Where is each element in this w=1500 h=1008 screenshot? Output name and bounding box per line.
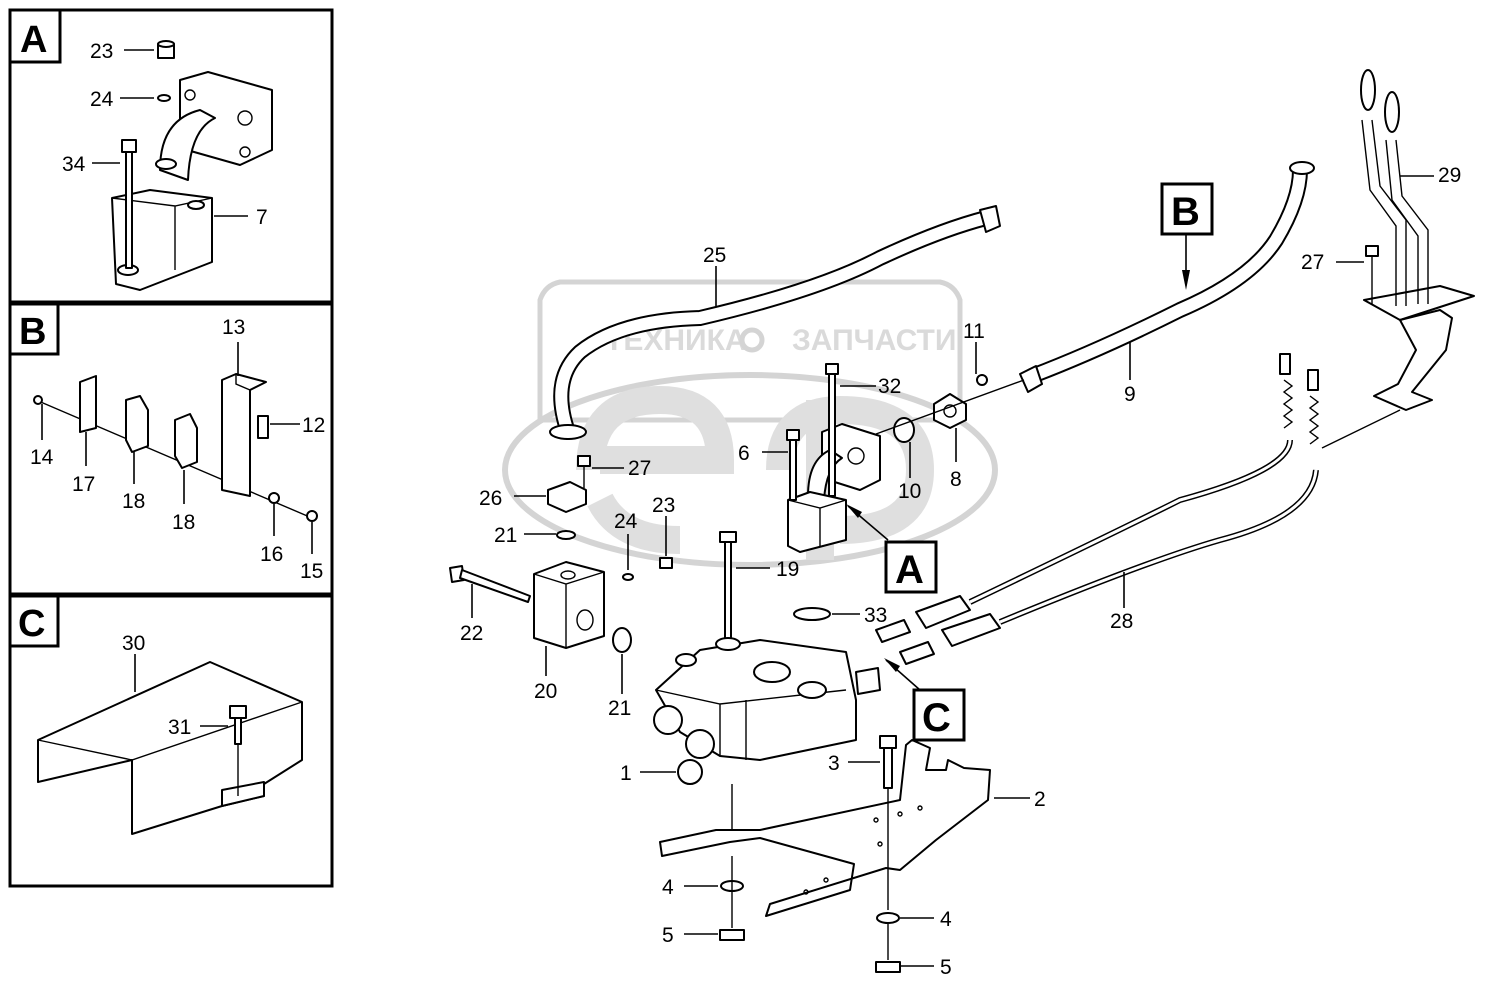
panel-b-label-13: 13 xyxy=(222,316,245,339)
panel-a-letter: A xyxy=(20,19,47,61)
watermark: ТЕХНИКА ЗАПЧАСТИ xyxy=(502,279,998,568)
panel-c-letter: C xyxy=(18,603,45,645)
label-28: 28 xyxy=(1110,610,1133,633)
label-3: 3 xyxy=(828,752,840,775)
label-25: 25 xyxy=(703,244,726,267)
label-1: 1 xyxy=(620,762,632,785)
panel-b-label-16: 16 xyxy=(260,543,283,566)
label-27-top: 27 xyxy=(1301,251,1324,274)
panel-a-label-34: 34 xyxy=(62,153,86,176)
label-19: 19 xyxy=(776,558,799,581)
label-24: 24 xyxy=(614,510,638,533)
panel-b-label-18a: 18 xyxy=(122,490,145,513)
callout-a: A xyxy=(895,548,924,592)
panel-b-label-17: 17 xyxy=(72,473,95,496)
callout-c: C xyxy=(922,696,951,740)
label-10: 10 xyxy=(898,480,921,503)
label-27: 27 xyxy=(628,457,651,480)
panel-b-label-12: 12 xyxy=(302,414,325,437)
main-assembly: 25 11 32 9 29 27 6 10 8 27 26 23 24 21 1… xyxy=(449,69,1475,979)
panel-a-label-7: 7 xyxy=(256,206,268,229)
label-11: 11 xyxy=(963,320,985,343)
panel-c: C 30 31 xyxy=(8,594,334,888)
label-29: 29 xyxy=(1438,164,1461,187)
label-4-right: 4 xyxy=(940,908,952,931)
gear-icon xyxy=(739,327,765,353)
label-32: 32 xyxy=(878,375,901,398)
panel-c-label-31: 31 xyxy=(168,716,191,739)
label-5-right: 5 xyxy=(940,956,952,979)
watermark-right-text: ЗАПЧАСТИ xyxy=(792,324,956,357)
panel-a-label-24: 24 xyxy=(90,88,114,111)
label-9: 9 xyxy=(1124,383,1136,406)
label-26: 26 xyxy=(479,487,502,510)
label-5-left: 5 xyxy=(662,924,674,947)
panel-b-letter: B xyxy=(19,311,46,353)
panel-a-label-23: 23 xyxy=(90,40,113,63)
label-4-left: 4 xyxy=(662,876,674,899)
label-8: 8 xyxy=(950,468,962,491)
panel-a: A 23 24 34 7 xyxy=(8,8,334,304)
panel-c-label-30: 30 xyxy=(122,632,145,655)
panel-b-label-15: 15 xyxy=(300,560,323,583)
panel-b: B 13 12 14 17 18 18 16 15 xyxy=(8,302,334,596)
label-23: 23 xyxy=(652,494,675,517)
panel-b-label-18b: 18 xyxy=(172,511,195,534)
label-2: 2 xyxy=(1034,788,1046,811)
label-33: 33 xyxy=(864,604,887,627)
label-22: 22 xyxy=(460,622,483,645)
label-21-bottom: 21 xyxy=(608,697,631,720)
label-6: 6 xyxy=(738,442,750,465)
label-20: 20 xyxy=(534,680,557,703)
label-21-top: 21 xyxy=(494,524,517,547)
callout-b: B xyxy=(1171,190,1200,234)
panel-b-label-14: 14 xyxy=(30,446,54,469)
